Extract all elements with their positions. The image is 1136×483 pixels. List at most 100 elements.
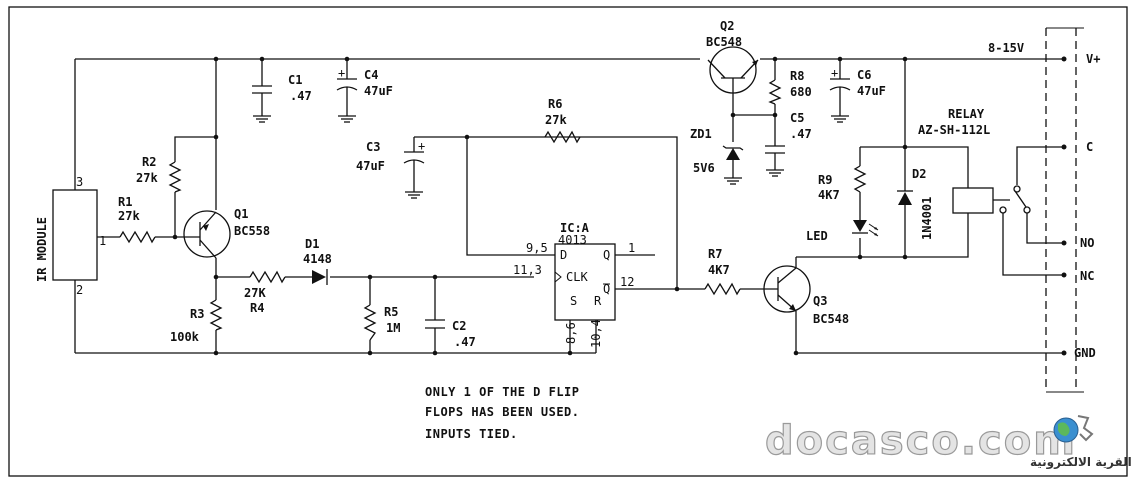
c6-ref: C6 [857, 68, 871, 82]
note-line-3: INPUTS TIED. [425, 427, 518, 441]
q2-ref: Q2 [720, 19, 734, 33]
zd1-value: 5V6 [693, 161, 715, 175]
relay-part: AZ-SH-112L [918, 123, 990, 137]
r1-ref: R1 [118, 195, 132, 209]
led-ref: LED [806, 229, 828, 243]
r2-value: 27k [136, 171, 158, 185]
r3-ref: R3 [190, 307, 204, 321]
relay: RELAY AZ-SH-112L [918, 107, 1031, 214]
svg-text:+: + [418, 139, 425, 153]
r4-ref: R4 [250, 301, 264, 315]
r3-value: 100k [170, 330, 200, 344]
c3-ref: C3 [366, 140, 380, 154]
wires [74, 58, 1064, 354]
r5-value: 1M [386, 321, 400, 335]
ic-ref: IC:A [560, 221, 590, 235]
ground-symbols [253, 115, 849, 199]
r6-ref: R6 [548, 97, 562, 111]
q1-value: BC558 [234, 224, 270, 238]
r9-value: 4K7 [818, 188, 840, 202]
ic-part: 4013 [558, 233, 587, 247]
capacitor-c3: + C3 47uF [356, 139, 425, 173]
junction-dots [172, 56, 908, 356]
transistor-q1: Q1 BC558 [183, 207, 270, 259]
q3-ref: Q3 [813, 294, 827, 308]
c3-value: 47uF [356, 159, 385, 173]
terminal-marks [1061, 56, 1067, 356]
c1-value: .47 [290, 89, 312, 103]
ir-pin-2: 2 [76, 283, 83, 297]
d1-ref: D1 [305, 237, 319, 251]
led-diode: LED [806, 220, 879, 243]
ir-module-label: IR MODULE [35, 217, 49, 282]
resistor-r4: 27K R4 [244, 270, 286, 315]
r4-value: 27K [244, 286, 266, 300]
c5-ref: C5 [790, 111, 804, 125]
zd1-ref: ZD1 [690, 127, 712, 141]
d2-value: 1N4001 [920, 197, 934, 240]
ic-pin-1: 1 [628, 241, 635, 255]
ic-pin-s: S [570, 294, 577, 308]
c5-value: .47 [790, 127, 812, 141]
terminal-vplus: V+ [1086, 52, 1100, 66]
r6-value: 27k [545, 113, 567, 127]
ic-pin-q: Q [603, 248, 610, 262]
capacitor-c1: C1 .47 [252, 73, 312, 103]
resistor-r6: R6 27k [544, 97, 581, 144]
watermark-arabic: القرية الالكترونية [1030, 455, 1132, 470]
watermark: docasco.com القرية الالكترونية [764, 415, 1132, 470]
d1-value: 4148 [303, 252, 332, 266]
ic-pins-95: 9,5 [526, 241, 548, 255]
note-line-2: FLOPS HAS BEEN USED. [425, 405, 580, 419]
diode-d2: D2 1N4001 [897, 167, 934, 240]
capacitor-c2: C2 .47 [425, 319, 476, 349]
ic-pins-86: 8,6 [564, 322, 578, 344]
r2-ref: R2 [142, 155, 156, 169]
capacitor-c4: + C4 47uF [336, 66, 393, 98]
q1-ref: Q1 [234, 207, 248, 221]
resistor-r9: R9 4K7 [818, 165, 867, 202]
ic-pin-qbar: Q [603, 282, 610, 296]
d2-ref: D2 [912, 167, 926, 181]
ic-pins-113: 11,3 [513, 263, 542, 277]
transistor-q3: Q3 BC548 [763, 265, 849, 326]
globe-logo-icon [1053, 415, 1094, 443]
r7-ref: R7 [708, 247, 722, 261]
supply-label: 8-15V [988, 41, 1024, 55]
r8-ref: R8 [790, 69, 804, 83]
r8-value: 680 [790, 85, 812, 99]
resistor-r2: R2 27k [136, 155, 182, 193]
q3-value: BC548 [813, 312, 849, 326]
c1-ref: C1 [288, 73, 302, 87]
r5-ref: R5 [384, 305, 398, 319]
diode-d1: D1 4148 [303, 237, 332, 285]
relay-ref: RELAY [948, 107, 985, 121]
c4-value: 47uF [364, 84, 393, 98]
resistor-r1: R1 27k [118, 195, 156, 244]
terminal-nc: NC [1080, 269, 1094, 283]
watermark-text: docasco.com [765, 418, 1077, 464]
svg-text:+: + [831, 66, 838, 80]
terminal-block [1045, 27, 1084, 393]
q2-value: BC548 [706, 35, 742, 49]
capacitor-c5: C5 .47 [765, 111, 812, 154]
transistor-q2: Q2 BC548 [706, 19, 759, 94]
outer-frame [8, 6, 1128, 477]
resistor-r8: R8 680 [768, 69, 812, 105]
ic-pin-r: R [594, 294, 602, 308]
c4-ref: C4 [364, 68, 378, 82]
terminal-no: NO [1080, 236, 1094, 250]
resistor-r7: R7 4K7 [704, 247, 741, 296]
note-line-1: ONLY 1 OF THE D FLIP [425, 385, 580, 399]
r7-value: 4K7 [708, 263, 730, 277]
ir-pin-3: 3 [76, 175, 83, 189]
ic-pin-clk: CLK [566, 270, 588, 284]
resistor-r5: R5 1M [363, 304, 400, 341]
ir-module: IR MODULE 3 1 2 [35, 175, 106, 297]
ir-pin-1: 1 [99, 234, 106, 248]
capacitor-c6: + C6 47uF [829, 66, 886, 98]
r9-ref: R9 [818, 173, 832, 187]
ic-pin-12: 12 [620, 275, 634, 289]
terminal-c: C [1086, 140, 1093, 154]
